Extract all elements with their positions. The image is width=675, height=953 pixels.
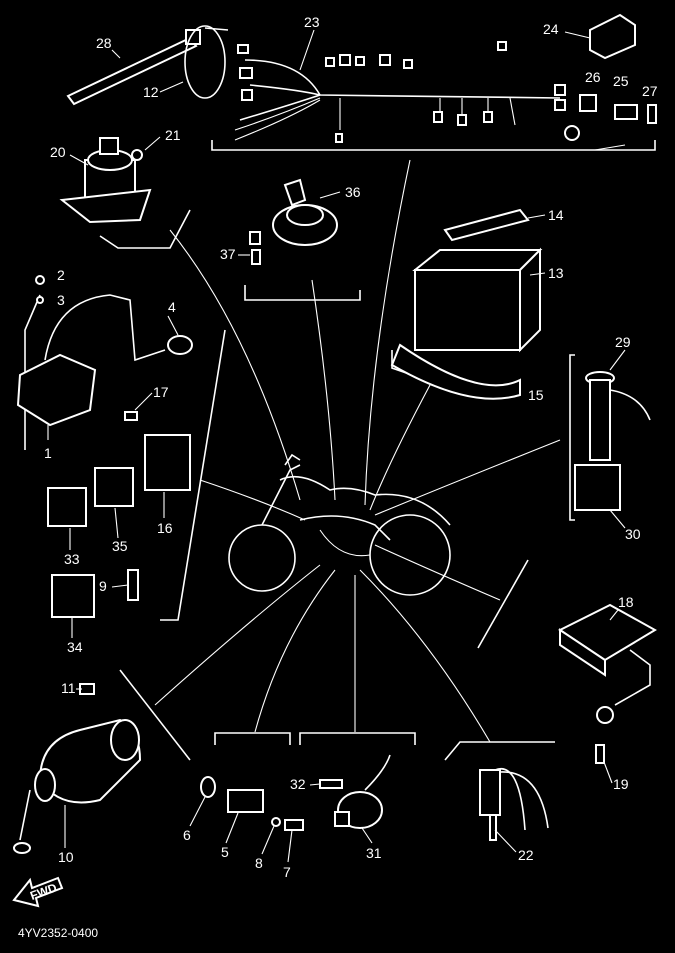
callout-34: 34: [67, 639, 83, 655]
callout-17: 17: [153, 384, 169, 400]
fuse: [614, 104, 638, 120]
main-switch: [59, 137, 152, 224]
callout-28: 28: [96, 35, 112, 51]
callout-13: 13: [548, 265, 564, 281]
neutral-switch-parts: [200, 776, 304, 831]
callout-30: 30: [625, 526, 641, 542]
fwd-label: FWD: [28, 880, 59, 903]
callout-27: 27: [642, 83, 658, 99]
callout-31: 31: [366, 845, 382, 861]
forward-arrow: FWD: [12, 876, 64, 908]
fuel-sender: [574, 371, 651, 511]
callout-18: 18: [618, 594, 634, 610]
callout-37: 37: [220, 246, 236, 262]
callout-16: 16: [157, 520, 173, 536]
cable-ties: [66, 25, 229, 106]
callout-19: 19: [613, 776, 629, 792]
relay-unit: [589, 13, 636, 60]
callout-11: 11: [61, 680, 76, 696]
callout-35: 35: [112, 538, 128, 554]
callout-21: 21: [165, 127, 181, 143]
wire-harness: [234, 41, 566, 143]
relay-33: [47, 487, 87, 527]
callout-10: 10: [58, 849, 74, 865]
callout-4: 4: [168, 299, 176, 315]
callout-14: 14: [548, 207, 564, 223]
callout-23: 23: [304, 14, 320, 30]
callout-33: 33: [64, 551, 80, 567]
cdi-unit: [558, 603, 657, 764]
horn: [249, 178, 338, 265]
callout-3: 3: [57, 292, 65, 308]
callout-26: 26: [585, 69, 601, 85]
battery: [390, 208, 543, 400]
callout-36: 36: [345, 184, 361, 200]
connector: [579, 94, 597, 112]
callout-8: 8: [255, 855, 263, 871]
diagram-code: 4YV2352-0400: [18, 926, 98, 940]
callout-32: 32: [290, 776, 306, 792]
callout-24: 24: [543, 21, 559, 37]
group-brackets: [24, 140, 656, 761]
bulb: [167, 335, 193, 355]
relay-34: [51, 574, 95, 618]
fuse-holder: [647, 104, 657, 124]
leader-lines: [154, 159, 561, 743]
flasher-relay: [144, 434, 191, 491]
callout-1: 1: [44, 445, 52, 461]
relay-35: [94, 467, 134, 507]
callout-29: 29: [615, 334, 631, 350]
starter-motor: [13, 683, 142, 854]
callout-15: 15: [528, 387, 544, 403]
callout-5: 5: [221, 844, 229, 860]
callout-12: 12: [143, 84, 159, 100]
oil-level-switch: [479, 768, 549, 841]
callout-20: 20: [50, 144, 66, 160]
callout-leaders: [47, 29, 626, 863]
callout-9: 9: [99, 578, 107, 594]
rectifier-regulator: [16, 275, 166, 427]
callout-6: 6: [183, 827, 191, 843]
callout-labels: 28 12 23 24 26 25 27 20 21 36 37 14 13 1…: [44, 14, 658, 880]
callout-25: 25: [613, 73, 629, 89]
sidestand-switch: [319, 754, 391, 829]
callout-2: 2: [57, 267, 65, 283]
motorcycle: [228, 453, 451, 596]
callout-7: 7: [283, 864, 291, 880]
callout-22: 22: [518, 847, 534, 863]
